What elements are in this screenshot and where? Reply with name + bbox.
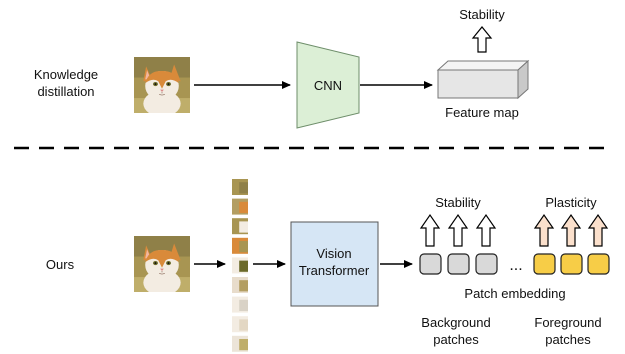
input-image bbox=[134, 236, 190, 292]
method-label-line2: distillation bbox=[37, 84, 94, 99]
background-token bbox=[447, 253, 470, 275]
background-label-line1: Background bbox=[421, 315, 490, 330]
foreground-token bbox=[560, 253, 583, 275]
knowledge-distillation-row: Knowledge distillation CNN Feature map S… bbox=[34, 7, 530, 129]
image-patch bbox=[232, 257, 248, 274]
stability-arrows bbox=[419, 213, 497, 247]
up-arrow-icon bbox=[471, 26, 493, 53]
vit-label-line2: Transformer bbox=[299, 263, 370, 278]
foreground-tokens bbox=[533, 253, 610, 275]
image-patch bbox=[232, 316, 248, 333]
feature-map-label: Feature map bbox=[445, 105, 519, 120]
image-patch bbox=[232, 179, 248, 195]
foreground-label-line1: Foreground bbox=[534, 315, 601, 330]
image-patch bbox=[232, 277, 248, 293]
image-patch bbox=[232, 296, 248, 313]
foreground-token bbox=[587, 253, 610, 275]
image-patch bbox=[232, 335, 248, 352]
patch-embedding-label: Patch embedding bbox=[464, 286, 565, 301]
image-patch bbox=[232, 198, 248, 215]
plasticity-arrows bbox=[533, 213, 609, 247]
image-patch bbox=[232, 218, 248, 235]
ours-label: Ours bbox=[46, 257, 75, 272]
background-token bbox=[419, 253, 442, 275]
foreground-label-line2: patches bbox=[545, 332, 591, 347]
up-arrow-icon bbox=[447, 213, 469, 247]
background-token bbox=[475, 253, 498, 275]
vision-transformer-block bbox=[290, 221, 379, 307]
cnn-label: CNN bbox=[314, 78, 342, 93]
up-arrow-icon bbox=[533, 213, 555, 247]
image-patch-column bbox=[232, 179, 248, 352]
up-arrow-icon bbox=[419, 213, 441, 247]
background-label-line2: patches bbox=[433, 332, 479, 347]
up-arrow-icon bbox=[475, 213, 497, 247]
cnn-block bbox=[296, 41, 360, 129]
input-image bbox=[134, 57, 190, 113]
method-label-line1: Knowledge bbox=[34, 67, 98, 82]
image-patch bbox=[232, 237, 248, 254]
up-arrow-icon bbox=[560, 213, 582, 247]
feature-map bbox=[436, 59, 530, 100]
ours-row: Ours Vision Transformer ... bbox=[46, 179, 610, 352]
plasticity-label: Plasticity bbox=[545, 195, 597, 210]
ellipsis: ... bbox=[509, 257, 522, 274]
background-tokens bbox=[419, 253, 498, 275]
vit-label-line1: Vision bbox=[316, 246, 351, 261]
foreground-token bbox=[533, 253, 556, 275]
stability-label-top: Stability bbox=[459, 7, 505, 22]
stability-label: Stability bbox=[435, 195, 481, 210]
up-arrow-icon bbox=[587, 213, 609, 247]
